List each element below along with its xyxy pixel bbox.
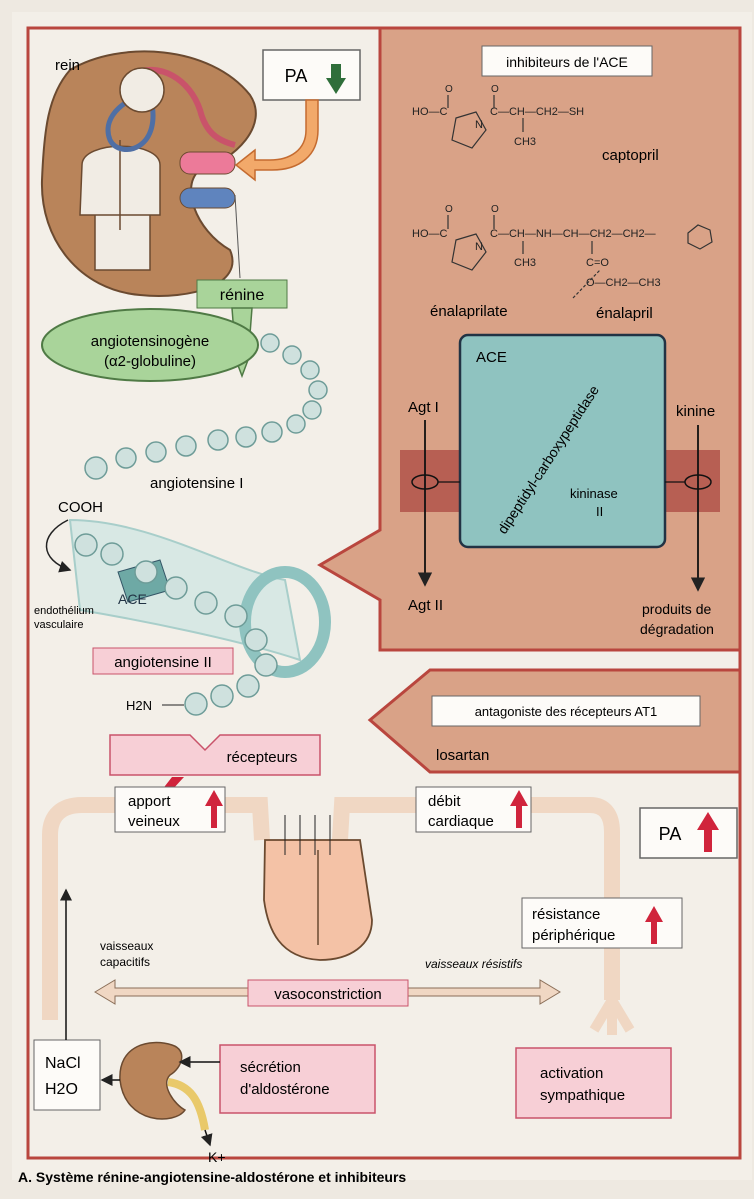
- svg-text:CH3: CH3: [514, 136, 536, 148]
- cardiac-output-line2: cardiaque: [428, 813, 494, 830]
- renal-vein-stub: [180, 188, 235, 208]
- resistance-line1: résistance: [532, 906, 600, 923]
- potassium-label: K+: [208, 1149, 226, 1165]
- renal-artery-stub: [180, 152, 235, 174]
- agt1-label: Agt I: [408, 399, 439, 416]
- sympathetic-line2: sympathique: [540, 1087, 625, 1104]
- glomerulus: [120, 68, 164, 112]
- angiotensin2-label: angiotensine II: [114, 654, 212, 671]
- at1-antagonist-label: antagoniste des récepteurs AT1: [475, 704, 658, 719]
- degradation-label-line1: produits de: [642, 601, 711, 617]
- losartan-label: losartan: [436, 747, 489, 764]
- degradation-label-line2: dégradation: [640, 621, 714, 637]
- venous-return-line1: apport: [128, 793, 171, 810]
- agt2-label: Agt II: [408, 597, 443, 614]
- angiotensinogen-line1: angiotensinogène: [91, 333, 209, 350]
- enalapril-label: énalapril: [596, 305, 653, 322]
- aldosterone-line1: sécrétion: [240, 1059, 301, 1076]
- nacl-h2o-box: [34, 1040, 100, 1110]
- svg-text:C—CH—NH—CH—CH2—CH2—: C—CH—NH—CH—CH2—CH2—: [490, 228, 656, 240]
- aldosterone-box: [220, 1045, 375, 1113]
- resistive-vessels-label: vaisseaux résistifs: [425, 957, 522, 971]
- vasoconstriction-label: vasoconstriction: [274, 986, 382, 1003]
- svg-text:O—CH2—CH3: O—CH2—CH3: [586, 277, 661, 289]
- endothelium-line2: vasculaire: [34, 619, 84, 631]
- angiotensinogen-line2: (α2-globuline): [104, 353, 196, 370]
- captopril-label: captopril: [602, 147, 659, 164]
- resistance-line2: périphérique: [532, 927, 615, 944]
- svg-text:O: O: [445, 84, 453, 95]
- ace-inhibitors-title: inhibiteurs de l'ACE: [506, 54, 628, 70]
- svg-text:CH3: CH3: [514, 257, 536, 269]
- svg-text:N: N: [475, 119, 483, 131]
- kininase-label-line1: kininase: [570, 486, 618, 501]
- venous-return-line2: veineux: [128, 813, 180, 830]
- kininase-label-line2: II: [596, 504, 603, 519]
- sympathetic-box: [516, 1048, 671, 1118]
- pa-bottom-label: PA: [659, 824, 682, 844]
- svg-text:HO—C: HO—C: [412, 228, 448, 240]
- kinin-label: kinine: [676, 403, 715, 420]
- ace-box-title: ACE: [476, 349, 507, 366]
- enalaprilate-label: énalaprilate: [430, 303, 508, 320]
- h2o-label: H2O: [45, 1081, 78, 1098]
- cardiac-output-line1: débit: [428, 793, 461, 810]
- receptors-label: récepteurs: [227, 749, 298, 766]
- cooh-label: COOH: [58, 499, 103, 516]
- angiotensin1-label: angiotensine I: [150, 475, 243, 492]
- h2n-label: H2N: [126, 698, 152, 713]
- svg-text:N: N: [475, 241, 483, 253]
- svg-text:C—CH—CH2—SH: C—CH—CH2—SH: [490, 106, 584, 118]
- capacitive-vessels-line1: vaisseaux: [100, 939, 153, 953]
- pa-top-label: PA: [285, 66, 308, 86]
- aldosterone-line2: d'aldostérone: [240, 1081, 330, 1098]
- svg-text:C=O: C=O: [586, 257, 609, 269]
- kidney-label: rein: [55, 57, 80, 74]
- endothelium-line1: endothélium: [34, 605, 94, 617]
- capacitive-vessels-line2: capacitifs: [100, 955, 150, 969]
- svg-text:HO—C: HO—C: [412, 106, 448, 118]
- nacl-label: NaCl: [45, 1055, 81, 1072]
- svg-text:O: O: [491, 84, 499, 95]
- renin-label: rénine: [220, 287, 265, 304]
- pa-up-box: [640, 808, 737, 858]
- svg-text:O: O: [491, 204, 499, 215]
- sympathetic-line1: activation: [540, 1065, 603, 1082]
- figure-caption: A. Système rénine-angiotensine-aldostéro…: [18, 1169, 406, 1185]
- pa-down-box: [263, 50, 360, 100]
- svg-text:O: O: [445, 204, 453, 215]
- ace-small-label: ACE: [118, 591, 147, 607]
